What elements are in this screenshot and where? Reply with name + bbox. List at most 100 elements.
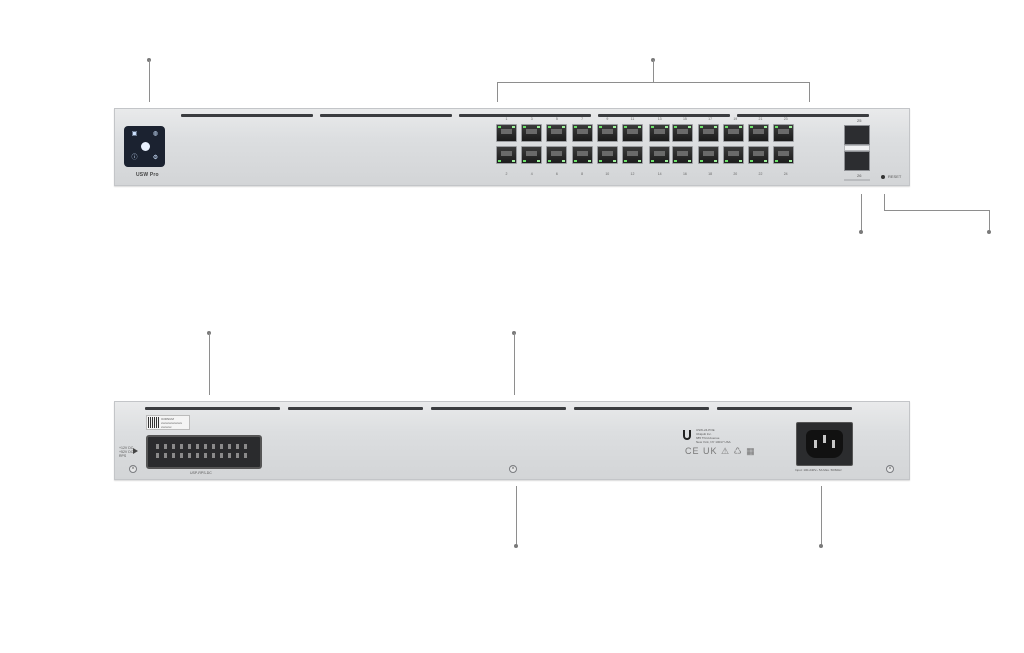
vent-slot	[145, 407, 280, 410]
reset-button[interactable]	[881, 175, 885, 179]
pin	[814, 440, 817, 448]
rps-pin	[220, 453, 223, 458]
regulatory-text: USW-24-POE Ubiquiti Inc. 685 Third Avenu…	[696, 428, 731, 444]
port-number: 9	[606, 117, 609, 121]
activity-led	[688, 126, 692, 128]
label-line: ICIDNUM	[161, 417, 174, 421]
port-number: 3	[530, 117, 533, 121]
rj45-port-16[interactable]	[672, 146, 694, 164]
activity-led	[537, 160, 541, 162]
sfp-port-25[interactable]	[844, 125, 870, 145]
rj45-port-5[interactable]	[546, 124, 568, 142]
rps-pin	[228, 453, 231, 458]
activity-led	[763, 126, 767, 128]
activity-led	[512, 126, 515, 128]
rps-connector[interactable]	[146, 435, 262, 469]
certification-marks: CE UK ⚠ ♺ ▦	[685, 446, 756, 456]
link-led	[598, 160, 602, 162]
rps-pin	[236, 444, 239, 449]
port-jack	[626, 151, 638, 156]
rj45-port-8[interactable]	[571, 146, 593, 164]
link-led	[699, 126, 703, 128]
callout-line-ground	[516, 486, 517, 545]
rj45-port-20[interactable]	[722, 146, 744, 164]
model-label: USW Pro	[136, 172, 159, 178]
touchscreen-display[interactable]: ▣ ◍ ⓘ ⚙	[124, 126, 165, 167]
activity-led	[587, 126, 591, 128]
link-led	[573, 160, 577, 162]
activity-led	[587, 160, 591, 162]
sfp-port-26[interactable]	[844, 151, 870, 171]
port-jack	[752, 151, 764, 156]
port-jack	[526, 129, 538, 134]
rps-pin	[236, 453, 239, 458]
power-inlet[interactable]	[796, 422, 853, 466]
port-number: 6	[555, 172, 558, 176]
rj45-port-24[interactable]	[773, 146, 795, 164]
activity-led	[562, 126, 566, 128]
rj45-port-22[interactable]	[747, 146, 769, 164]
rj45-port-grid	[496, 124, 798, 166]
rj45-port-12[interactable]	[621, 146, 643, 164]
activity-led	[713, 126, 717, 128]
rps-pin	[180, 453, 183, 458]
callout-dot-ground	[514, 544, 518, 548]
brand-line: USW-24-POE	[696, 428, 715, 432]
port-jack	[677, 151, 689, 156]
rj45-port-1[interactable]	[496, 124, 517, 142]
callout-line-rps	[209, 333, 210, 395]
rj45-port-4[interactable]	[521, 146, 543, 164]
rj45-port-9[interactable]	[596, 124, 618, 142]
link-led	[775, 160, 779, 162]
link-led	[598, 126, 602, 128]
sfp-led-strip	[844, 145, 870, 151]
port-number: 23	[783, 117, 788, 121]
port-number: 17	[708, 117, 713, 121]
rj45-port-15[interactable]	[672, 124, 694, 142]
rps-pin	[188, 444, 191, 449]
rj45-port-13[interactable]	[649, 124, 671, 142]
rj45-port-14[interactable]	[649, 146, 671, 164]
rj45-port-18[interactable]	[697, 146, 719, 164]
rj45-port-19[interactable]	[722, 124, 744, 142]
ubiquiti-logo-icon	[683, 430, 691, 440]
port-jack	[601, 129, 613, 134]
reset-label: RESET	[888, 174, 902, 179]
link-led	[674, 126, 678, 128]
rj45-port-6[interactable]	[546, 146, 568, 164]
activity-led	[738, 160, 742, 162]
port-jack	[551, 129, 563, 134]
activity-led	[512, 160, 515, 162]
rj45-port-21[interactable]	[747, 124, 769, 142]
link-led	[523, 126, 527, 128]
rj45-port-7[interactable]	[571, 124, 593, 142]
rj45-port-3[interactable]	[521, 124, 543, 142]
activity-led	[562, 160, 566, 162]
link-led	[623, 126, 627, 128]
port-jack	[702, 151, 714, 156]
brand-line: New York, NY 10017 USA	[696, 440, 731, 444]
settings-icon: ⚙	[152, 155, 159, 161]
rj45-port-23[interactable]	[773, 124, 795, 142]
sfp-bottom-number: 26	[857, 173, 862, 178]
vent-slot	[574, 407, 709, 410]
callout-line-vent	[514, 333, 515, 395]
arrow-right-icon	[133, 448, 138, 454]
port-jack	[727, 151, 739, 156]
rj45-port-10[interactable]	[596, 146, 618, 164]
screw-icon: ×	[886, 465, 894, 473]
callout-dot-reset	[987, 230, 991, 234]
ground-screw-icon: ×	[509, 465, 517, 473]
callout-line-reset-b	[884, 210, 990, 211]
label-line: xxxxxxxxxxxxxx	[161, 421, 182, 425]
rj45-port-11[interactable]	[621, 124, 643, 142]
vent-slot	[598, 114, 730, 117]
port-number: 4	[530, 172, 533, 176]
port-number: 16	[682, 172, 687, 176]
rj45-port-2[interactable]	[496, 146, 517, 164]
rps-pin	[204, 444, 207, 449]
port-number: 7	[581, 117, 584, 121]
port-number: 10	[605, 172, 610, 176]
activity-led	[637, 160, 641, 162]
rj45-port-17[interactable]	[697, 124, 719, 142]
